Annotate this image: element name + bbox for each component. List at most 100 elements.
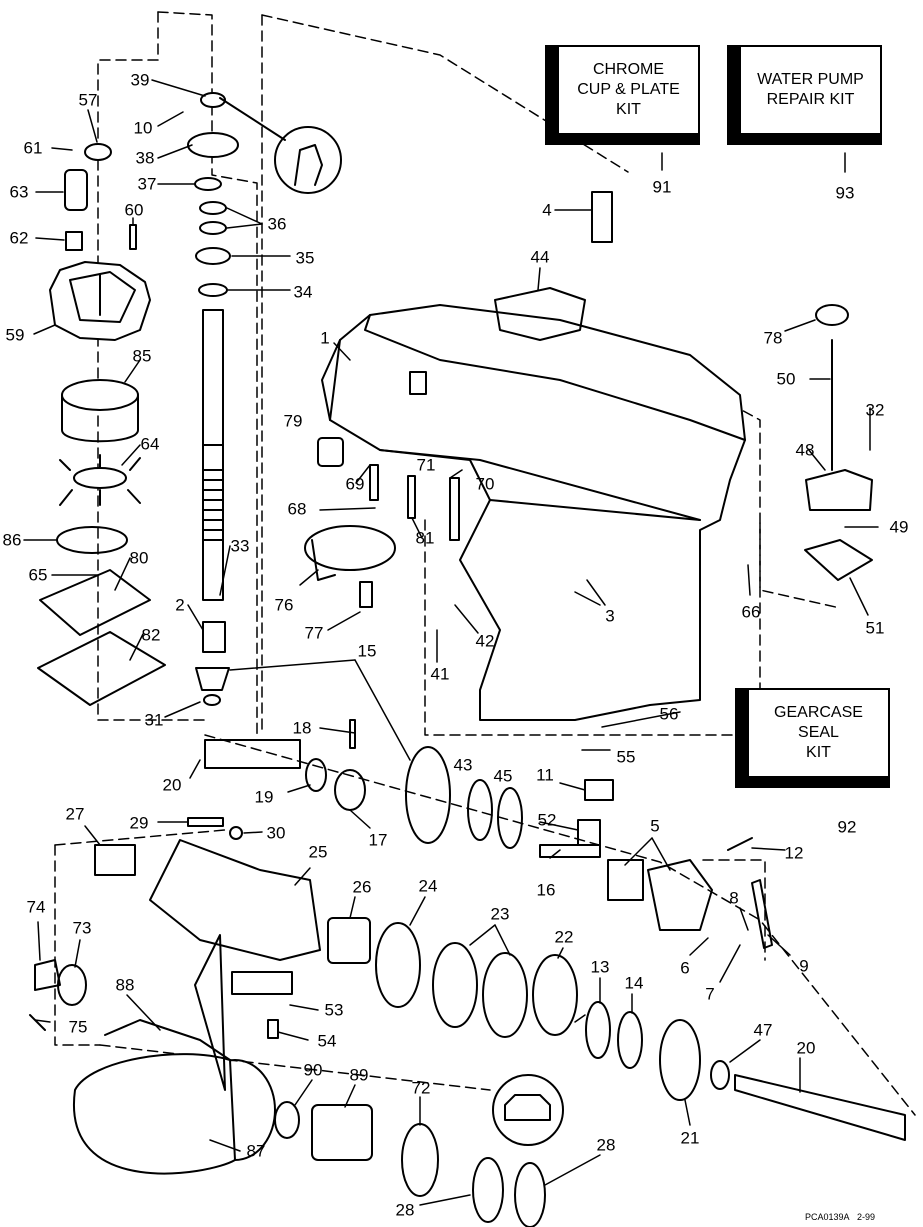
- water-pump-housing: [49, 261, 151, 341]
- callout: 30: [266, 823, 286, 843]
- washer-36b: [199, 201, 227, 215]
- seal-35: [195, 247, 231, 265]
- plate: [39, 569, 151, 636]
- callout: 64: [140, 434, 160, 454]
- water-tube: [805, 339, 873, 511]
- kit-box-gearcase: GEARCASE SEAL KIT: [735, 688, 890, 788]
- callout: 19: [254, 787, 274, 807]
- o-ring-37: [194, 177, 222, 191]
- callout: 27: [65, 804, 85, 824]
- callout: 70: [475, 474, 495, 494]
- bearing-27: [94, 844, 136, 876]
- footer-date: 2-99: [857, 1212, 876, 1222]
- plate-51: [804, 539, 873, 581]
- callout: 65: [28, 565, 48, 585]
- washer-72: [401, 1123, 439, 1197]
- callout: 50: [776, 369, 796, 389]
- washer-45: [497, 787, 523, 849]
- callout: 45: [493, 766, 513, 786]
- callout: 85: [132, 346, 152, 366]
- hub-89: [311, 1104, 373, 1161]
- screw-54: [267, 1019, 279, 1039]
- seal-detail-icon: [492, 1074, 564, 1146]
- callout: 7: [705, 984, 715, 1004]
- callout: 34: [293, 282, 313, 302]
- screw-81: [407, 475, 416, 519]
- leader-lines: [23, 79, 879, 1206]
- nut-31: [203, 694, 221, 706]
- callout: 88: [115, 975, 135, 995]
- o-ring-24: [375, 922, 421, 1008]
- kit-gearcase-line-3: KIT: [806, 744, 831, 761]
- cotter-pin-75: [29, 1014, 46, 1031]
- impeller: [59, 454, 141, 506]
- washer-43: [467, 779, 493, 841]
- callout: 71: [416, 455, 436, 475]
- washer-13: [585, 1001, 611, 1059]
- callout: 68: [287, 499, 307, 519]
- bearing-2: [202, 621, 226, 653]
- callout: 6: [680, 958, 690, 978]
- callout: 38: [135, 148, 155, 168]
- retaining-ring-23b: [482, 952, 528, 1038]
- callout: 54: [317, 1031, 337, 1051]
- callout: 82: [141, 625, 161, 645]
- anode-4: [591, 191, 613, 243]
- callout: 3: [605, 606, 615, 626]
- propeller-shaft: [204, 739, 301, 769]
- cam-52: [577, 819, 601, 846]
- impeller-housing: [61, 379, 139, 443]
- propeller-shaft-20: [734, 1074, 906, 1141]
- kit-waterpump-line-1: WATER PUMP: [757, 71, 864, 88]
- shift-lever-9: [751, 879, 773, 949]
- plate-53: [231, 971, 293, 995]
- propeller-87: [72, 1019, 276, 1175]
- kit-gearcase-line-2: SEAL: [798, 724, 839, 741]
- o-ring-gasket: [56, 526, 128, 554]
- footer-part-code: PCA0139A: [805, 1212, 850, 1222]
- callout: 69: [345, 474, 365, 494]
- callout: 17: [368, 830, 388, 850]
- forward-gear: [405, 746, 451, 844]
- callout: 57: [78, 90, 98, 110]
- callout: 10: [133, 118, 153, 138]
- callout: 20: [796, 1038, 816, 1058]
- callout: 76: [274, 595, 294, 615]
- callout: 9: [799, 956, 809, 976]
- thrust-hub-88: [194, 934, 226, 1091]
- bearing-34: [198, 283, 228, 297]
- cover-38: [187, 132, 239, 158]
- kit-box-waterpump: WATER PUMP REPAIR KIT: [727, 45, 882, 145]
- callout-92: 92: [837, 817, 857, 837]
- callout: 35: [295, 248, 315, 268]
- callout: 22: [554, 927, 574, 947]
- callout: 23: [490, 904, 510, 924]
- drive-shaft: [202, 309, 224, 601]
- callout: 15: [357, 641, 377, 661]
- kit-waterpump-line-2: REPAIR KIT: [766, 91, 855, 108]
- callout: 24: [418, 876, 438, 896]
- cam-11: [584, 779, 614, 801]
- bearing-5: [607, 859, 644, 901]
- ring-47: [710, 1060, 730, 1090]
- pin-18: [349, 719, 356, 749]
- callout: 74: [26, 897, 46, 917]
- shift-glyph: [294, 144, 323, 186]
- seal-28b: [514, 1162, 546, 1227]
- callout: 43: [453, 755, 473, 775]
- screw-68: [369, 464, 379, 501]
- retaining-ring-23a: [432, 942, 478, 1028]
- footer-code: PCA0139A 2-99: [805, 1212, 875, 1222]
- callout: 47: [753, 1020, 773, 1040]
- callout: 5: [650, 816, 660, 836]
- shifter-5: [647, 859, 713, 931]
- callout: 26: [352, 877, 372, 897]
- gasket-44: [494, 287, 586, 341]
- callout: 16: [536, 880, 556, 900]
- callout: 62: [9, 228, 29, 248]
- callout: 18: [292, 718, 312, 738]
- kit-chrome-line-1: CHROME: [592, 61, 665, 78]
- cap-39: [200, 92, 226, 108]
- callout: 1: [320, 328, 330, 348]
